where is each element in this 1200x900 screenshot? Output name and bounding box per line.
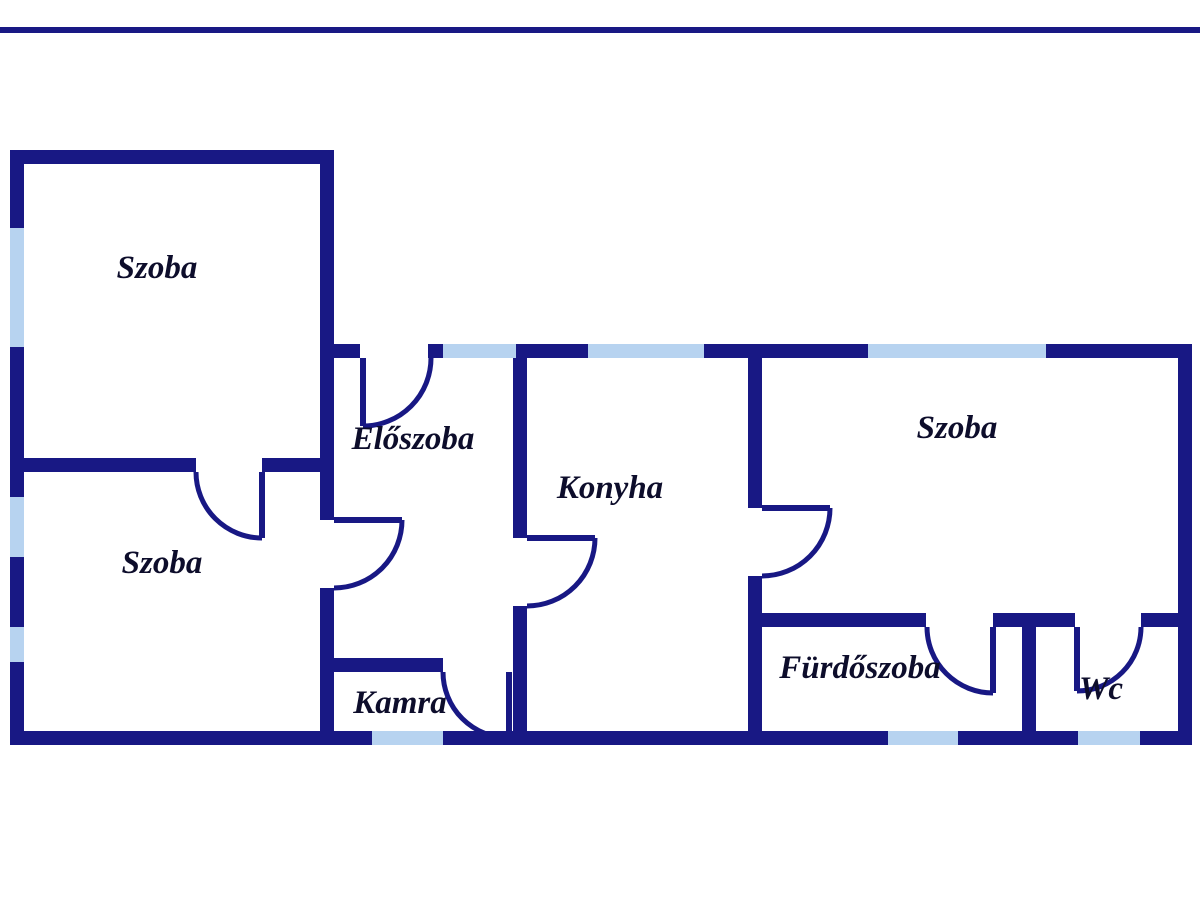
- room-label-wc: Wc: [1079, 671, 1123, 707]
- room-label-furdoszoba: Fürdőszoba: [778, 650, 940, 686]
- wall-szoba-furdoszoba-a: [748, 613, 926, 627]
- door-arc-left-rooms: [193, 471, 263, 541]
- door-arc-wc: [1076, 626, 1144, 694]
- wall-eloszoba-kamra: [320, 658, 443, 672]
- window-top-eloszoba: [443, 344, 516, 358]
- window-left-top-room: [10, 228, 24, 347]
- door-arc-konyha-szoba: [761, 507, 833, 579]
- wall-eloszoba-konyha-b: [513, 606, 527, 745]
- door-arc-eloszoba-konyha: [526, 537, 598, 609]
- window-top-konyha: [588, 344, 704, 358]
- room-label-szoba-top-left: Szoba: [117, 250, 198, 286]
- wall-top-right-section-b: [428, 344, 1192, 358]
- window-left-bottom-room-a: [10, 497, 24, 557]
- wall-mid-vertical-upper: [320, 150, 334, 520]
- wall-szoba-furdoszoba-c: [1141, 613, 1192, 627]
- wall-konyha-right-b: [748, 576, 762, 745]
- door-arc-front: [362, 357, 434, 429]
- window-bottom-wc: [1078, 731, 1140, 745]
- wall-konyha-right-a: [748, 344, 762, 508]
- wall-left-rooms-divider-a: [10, 458, 196, 472]
- window-left-bottom-room-b: [10, 627, 24, 662]
- door-arc-kamra: [440, 671, 510, 741]
- room-label-konyha: Konyha: [556, 470, 663, 506]
- window-top-szoba-right: [868, 344, 1046, 358]
- room-label-szoba-bottom-left: Szoba: [122, 545, 203, 581]
- window-bottom-furdoszoba: [888, 731, 958, 745]
- room-label-szoba-right: Szoba: [917, 410, 998, 446]
- wall-eloszoba-konyha-a: [513, 344, 527, 538]
- wall-top-right-section-a: [320, 344, 360, 358]
- door-arc-szoba-eloszoba: [333, 519, 405, 591]
- wall-right-outer: [1178, 344, 1192, 745]
- room-label-eloszoba: Előszoba: [351, 421, 475, 457]
- wall-furdoszoba-wc: [1022, 613, 1036, 745]
- room-label-kamra: Kamra: [352, 685, 447, 721]
- window-bottom-kamra: [372, 731, 443, 745]
- door-arc-furdoszoba: [924, 626, 994, 696]
- wall-bottom-outer: [10, 731, 1192, 745]
- wall-left-rooms-divider-b: [262, 458, 334, 472]
- wall-top-left-section: [10, 150, 334, 164]
- top-rule: [0, 27, 1200, 33]
